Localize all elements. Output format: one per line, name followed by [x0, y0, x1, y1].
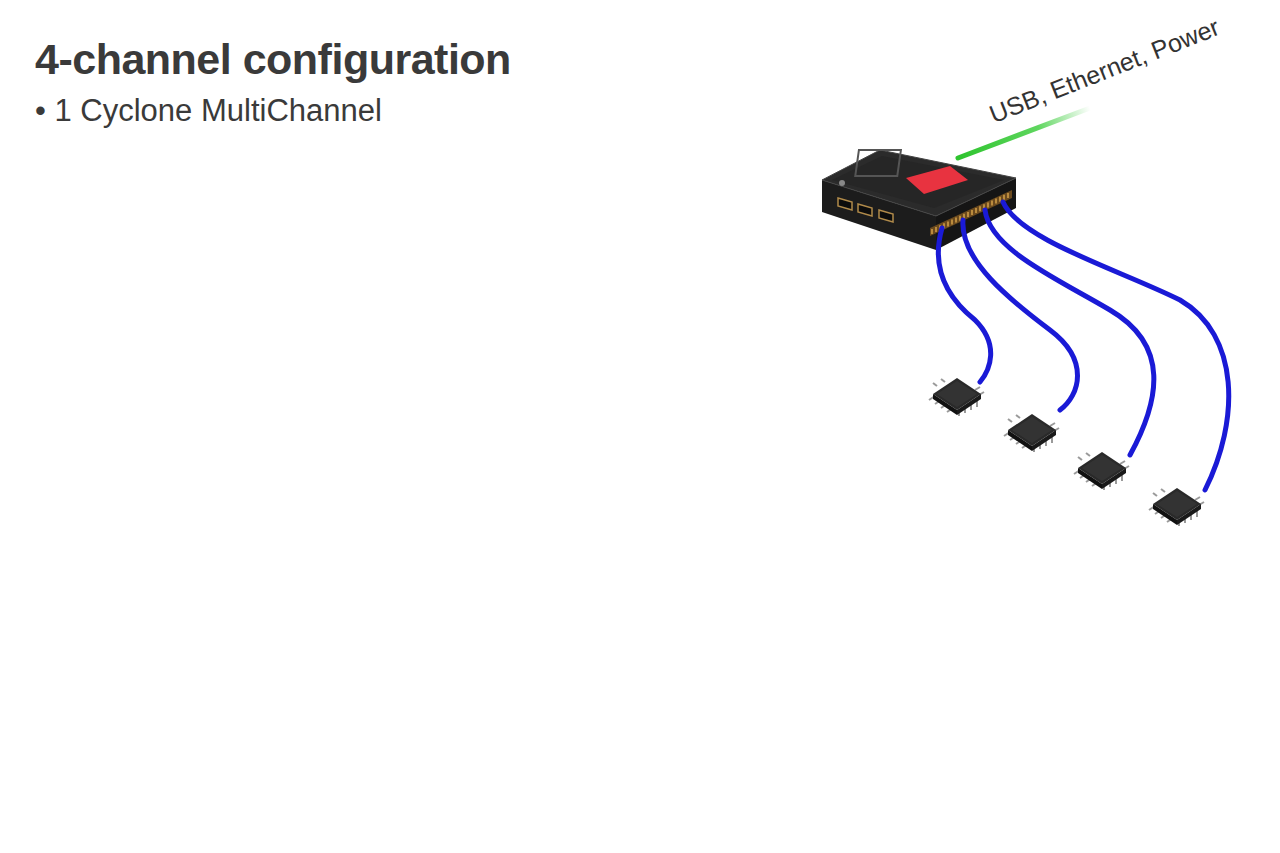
cable-label: USB, Ethernet, Power: [985, 12, 1223, 129]
header-pin: [947, 221, 949, 226]
header-pin: [999, 197, 1001, 202]
header-pin: [1007, 193, 1009, 198]
header-pin: [955, 218, 957, 223]
header-pin: [979, 206, 981, 211]
header-pin: [995, 199, 997, 204]
header-pin: [935, 227, 937, 232]
header-pin: [971, 210, 973, 215]
header-pin: [975, 208, 977, 213]
header-pin: [987, 202, 989, 207]
header-pin: [951, 220, 953, 225]
header-pin: [1003, 195, 1005, 200]
header-pin: [931, 229, 933, 234]
header-pin: [967, 212, 969, 217]
header-pin: [991, 201, 993, 206]
subtitle-bullet: • 1 Cyclone MultiChannel: [35, 93, 382, 129]
diagram-title: 4-channel configuration: [35, 35, 511, 84]
